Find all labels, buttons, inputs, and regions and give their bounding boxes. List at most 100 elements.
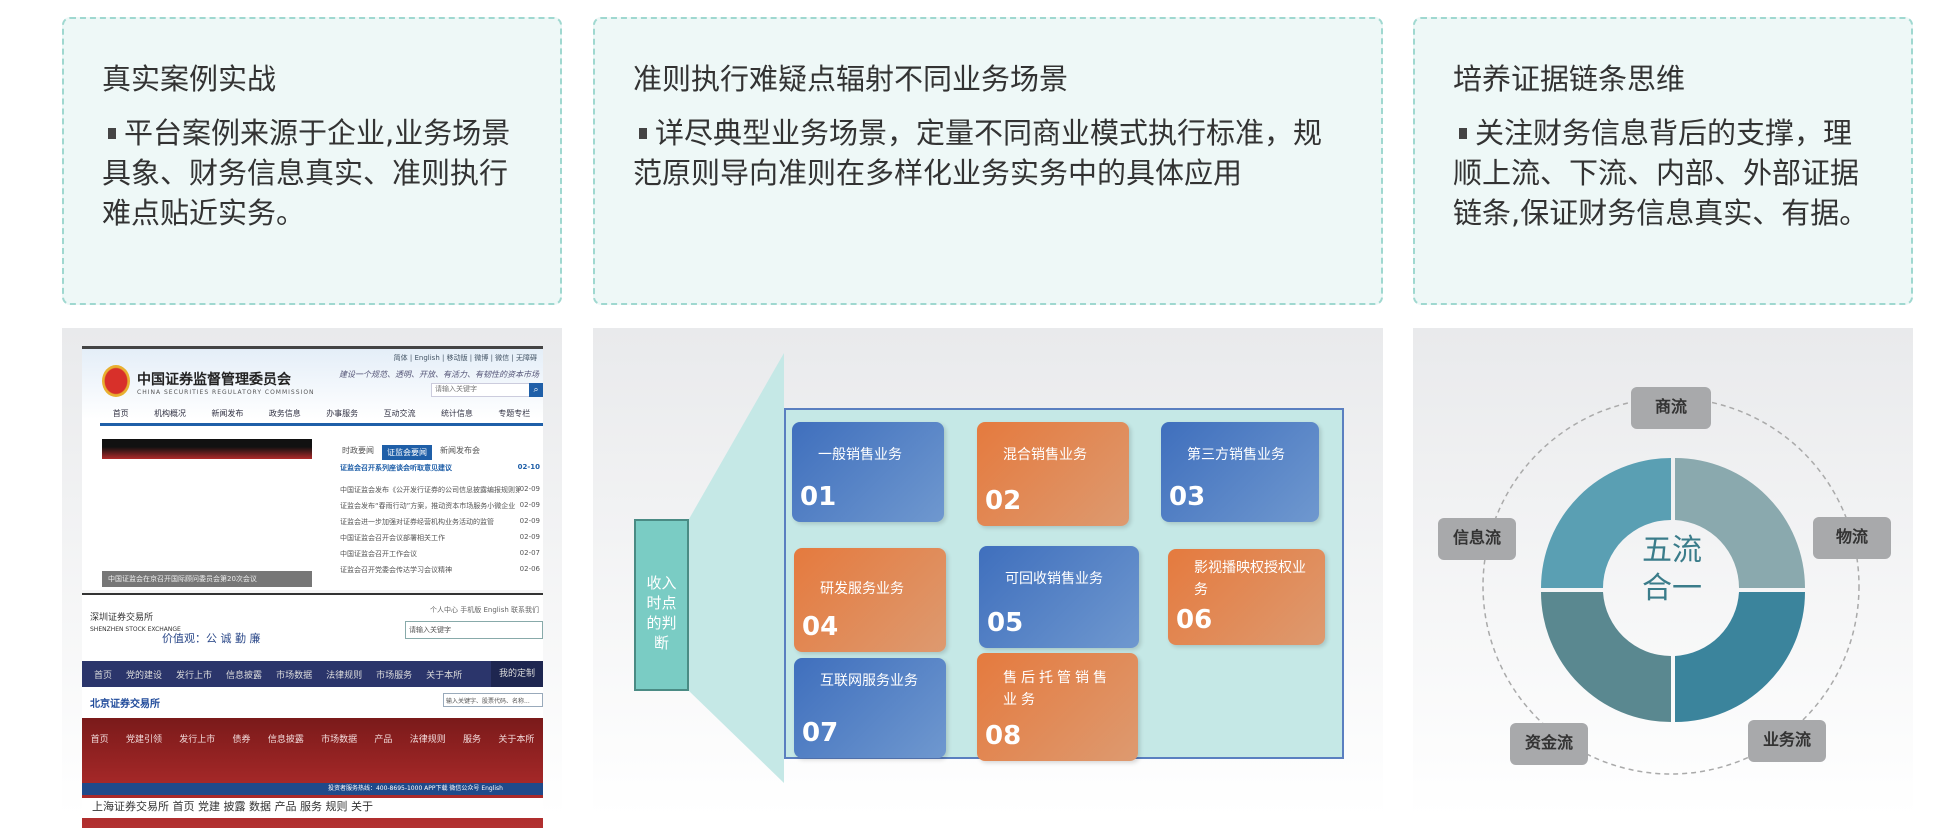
nav-item: 债券 xyxy=(232,735,251,745)
feature-card-evidence-chain: 培养证据链条思维 关注财务信息背后的支撑，理顺上流、下流、内部、外部证据链条,保… xyxy=(1413,17,1913,305)
card-body: 详尽典型业务场景，定量不同商业模式执行标准，规范原则导向准则在多样化业务实务中的… xyxy=(633,116,1323,190)
center-label: 五流合一 xyxy=(1607,532,1737,608)
news-tabs: 时政要闻证监会要闻新闻发布会 xyxy=(342,445,480,460)
card-body: 平台案例来源于企业,业务场景具象、财务信息真实、准则执行难点贴近实务。 xyxy=(102,116,511,230)
scenario-tile: 第三方销售业务 03 xyxy=(1161,422,1319,522)
feature-card-real-cases: 真实案例实战 平台案例来源于企业,业务场景具象、财务信息真实、准则执行难点贴近实… xyxy=(62,17,562,305)
nav-item: 党的建设 xyxy=(126,670,163,681)
nav-item: 服务 xyxy=(463,735,482,745)
bse-logo: 北京证券交易所 xyxy=(90,699,160,710)
funnel-connector xyxy=(689,353,784,783)
date: 02-09 xyxy=(519,485,540,493)
banner-caption: 中国证监会在京召开国际顾问委员会第20次会议 xyxy=(102,571,312,587)
news-item: 中国证监会召开工作会议 xyxy=(340,550,417,558)
ring-segment xyxy=(1541,458,1671,588)
nav-item: 关于本所 xyxy=(498,735,535,745)
nav-item: 党建引领 xyxy=(125,735,162,745)
bullet-icon xyxy=(1459,127,1467,139)
nav-item: 信息披露 xyxy=(226,670,263,681)
center-line: 五流 xyxy=(1642,533,1702,568)
scenario-tile: 售后托管销售业务 08 xyxy=(977,653,1138,761)
my-custom: 我的定制 xyxy=(490,661,543,687)
nav-item: 首页 xyxy=(94,670,113,681)
tab: 时政要闻 xyxy=(342,446,374,455)
nav-item: 发行上市 xyxy=(179,735,216,745)
scenario-tile: 研发服务业务 04 xyxy=(794,548,946,652)
headline: 证监会召开系列座谈会听取意见建议 xyxy=(340,464,452,472)
news-item: 证监会发布“春雨行动”方案，推动资本市场服务小微企业 xyxy=(340,502,516,510)
flow-box-capital: 资金流 xyxy=(1510,723,1588,765)
tile-number: 05 xyxy=(987,608,1024,638)
tile-title: 混合销售业务 xyxy=(1003,447,1087,463)
flow-box-logistics: 物流 xyxy=(1813,517,1891,559)
tile-title: 第三方销售业务 xyxy=(1187,447,1285,463)
tab: 新闻发布会 xyxy=(440,446,480,455)
csrc-name: 中国证券监督管理委员会 xyxy=(137,372,291,388)
szse-links: 个人中心 手机版 English 联系我们 xyxy=(430,606,539,614)
tile-number: 03 xyxy=(1169,482,1206,512)
nav-item: 发行上市 xyxy=(176,670,213,681)
ring-segment xyxy=(1675,592,1805,722)
szse-nav: 首页党的建设发行上市信息披露市场数据法律规则市场服务关于本所 我的定制 xyxy=(82,661,543,687)
sse-header: 上海证券交易所 首页 党建 披露 数据 产品 服务 规则 关于 xyxy=(82,798,543,818)
date: 02-09 xyxy=(519,517,540,525)
card-body: 关注财务信息背后的支撑，理顺上流、下流、内部、外部证据链条,保证财务信息真实、有… xyxy=(1453,116,1869,230)
nav-item: 首页 xyxy=(90,735,109,745)
news-list: 证监会召开系列座谈会听取意见建议 02-10 中国证监会发布《公开发行证券的公司信… xyxy=(340,463,540,581)
nav-item: 机构概况 xyxy=(154,409,187,418)
nav-item: 办事服务 xyxy=(326,409,359,418)
flow-box-commerce: 商流 xyxy=(1631,387,1711,429)
regulator-websites-image: 中国证券监督管理委员会 CHINA SECURITIES REGULATORY … xyxy=(62,328,562,828)
scenario-tile: 可回收销售业务 05 xyxy=(979,546,1139,648)
szse-logo: 深圳证券交易所 SHENZHEN STOCK EXCHANGE xyxy=(90,613,181,635)
csrc-nav: 首页机构概况新闻发布政务信息办事服务互动交流统计信息专题专栏 xyxy=(100,404,543,426)
bullet-icon xyxy=(108,127,116,139)
tile-title: 售后托管销售业务 xyxy=(1003,670,1111,708)
news-item: 中国证监会发布《公开发行证券的公司信息披露编报规则第4号—... xyxy=(340,486,520,494)
tile-number: 06 xyxy=(1176,605,1213,635)
five-flows-diagram: 五流合一 商流 物流 业务流 资金流 信息流 xyxy=(1413,328,1913,817)
card-title: 准则执行难疑点辐射不同业务场景 xyxy=(633,62,1069,96)
news-item: 证监会召开党委会传达学习会议精神 xyxy=(340,566,452,574)
nav-item: 市场数据 xyxy=(321,735,358,745)
nav-item: 法律规则 xyxy=(409,735,446,745)
date: 02-06 xyxy=(519,565,540,573)
csrc-toplinks: 简体 | English | 移动版 | 微博 | 微信 | 无障碍 xyxy=(393,354,537,362)
tile-number: 04 xyxy=(802,612,839,642)
szse-logo-en: SHENZHEN STOCK EXCHANGE xyxy=(90,626,181,633)
nav-item: 专题专栏 xyxy=(498,409,531,418)
tile-title: 一般销售业务 xyxy=(818,447,902,463)
nav-item: 产品 xyxy=(374,735,393,745)
csrc-search: 请输入关键字 xyxy=(431,383,543,397)
bullet-icon xyxy=(639,127,647,139)
date: 02-07 xyxy=(519,549,540,557)
nav-item: 法律规则 xyxy=(326,670,363,681)
nav-item: 政务信息 xyxy=(268,409,301,418)
nav-item: 统计信息 xyxy=(440,409,473,418)
nav-item: 信息披露 xyxy=(267,735,304,745)
flow-box-business: 业务流 xyxy=(1748,720,1826,762)
five-flows-ring xyxy=(1482,397,1860,775)
nav-item: 首页 xyxy=(112,409,129,418)
tile-title: 影视播映权授权业务 xyxy=(1194,560,1306,598)
date: 02-10 xyxy=(517,463,540,471)
date: 02-09 xyxy=(519,501,540,509)
tile-number: 01 xyxy=(800,482,837,512)
scenario-tile: 影视播映权授权业务 06 xyxy=(1168,549,1325,645)
search-icon: ⌕ xyxy=(529,383,543,397)
card-title: 培养证据链条思维 xyxy=(1453,62,1686,96)
tile-number: 08 xyxy=(985,721,1022,751)
tile-title: 可回收销售业务 xyxy=(1005,571,1103,587)
tile-title: 研发服务业务 xyxy=(820,581,904,597)
tile-number: 07 xyxy=(802,718,839,748)
revenue-timing-label: 收入时点的判断 xyxy=(634,519,689,691)
news-item: 中国证监会召开会议部署相关工作 xyxy=(340,534,445,542)
national-emblem-icon xyxy=(102,365,130,397)
banner-image xyxy=(102,439,312,459)
tab-active: 证监会要闻 xyxy=(382,445,432,460)
ring-segment xyxy=(1675,458,1805,588)
nav-item: 新闻发布 xyxy=(211,409,244,418)
szse-logo-text: 深圳证券交易所 xyxy=(90,613,154,623)
